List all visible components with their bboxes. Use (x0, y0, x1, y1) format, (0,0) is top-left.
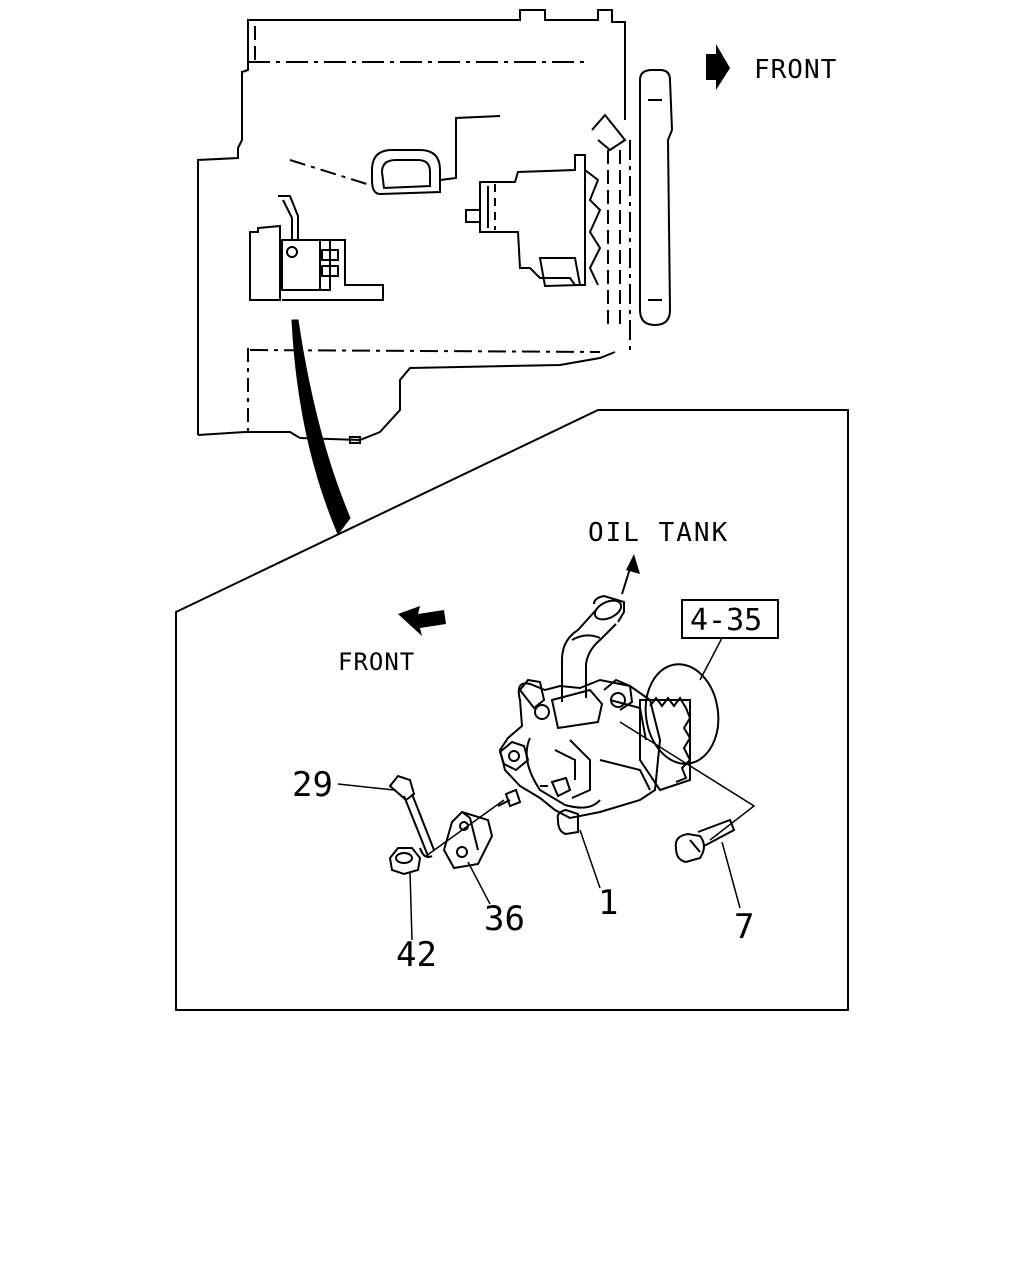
ref-box-label: 4-35 (690, 603, 762, 638)
part-number-1: 1 (598, 883, 618, 923)
oil-tank-arrow-icon (621, 554, 640, 595)
part-number-7: 7 (734, 907, 754, 947)
bolt-7 (674, 818, 736, 864)
callout-arrow (291, 319, 351, 535)
bolt-29 (388, 774, 435, 858)
part-number-29: 29 (292, 765, 333, 805)
front-arrow-icon-inset (398, 606, 446, 636)
part-number-42: 42 (396, 935, 437, 975)
ref-box (681, 599, 779, 639)
leader-lines (337, 721, 756, 941)
front-label-inset: FRONT (338, 648, 415, 676)
front-label-top: FRONT (754, 55, 837, 85)
bracket-36 (442, 810, 494, 870)
inset-frame (175, 409, 849, 1011)
part-number-36: 36 (484, 899, 525, 939)
front-arrow-icon (706, 44, 730, 90)
nut-42 (388, 847, 422, 876)
engine-overview (197, 9, 674, 444)
oil-tank-label: OIL TANK (588, 518, 729, 548)
vacuum-pump (497, 594, 720, 836)
